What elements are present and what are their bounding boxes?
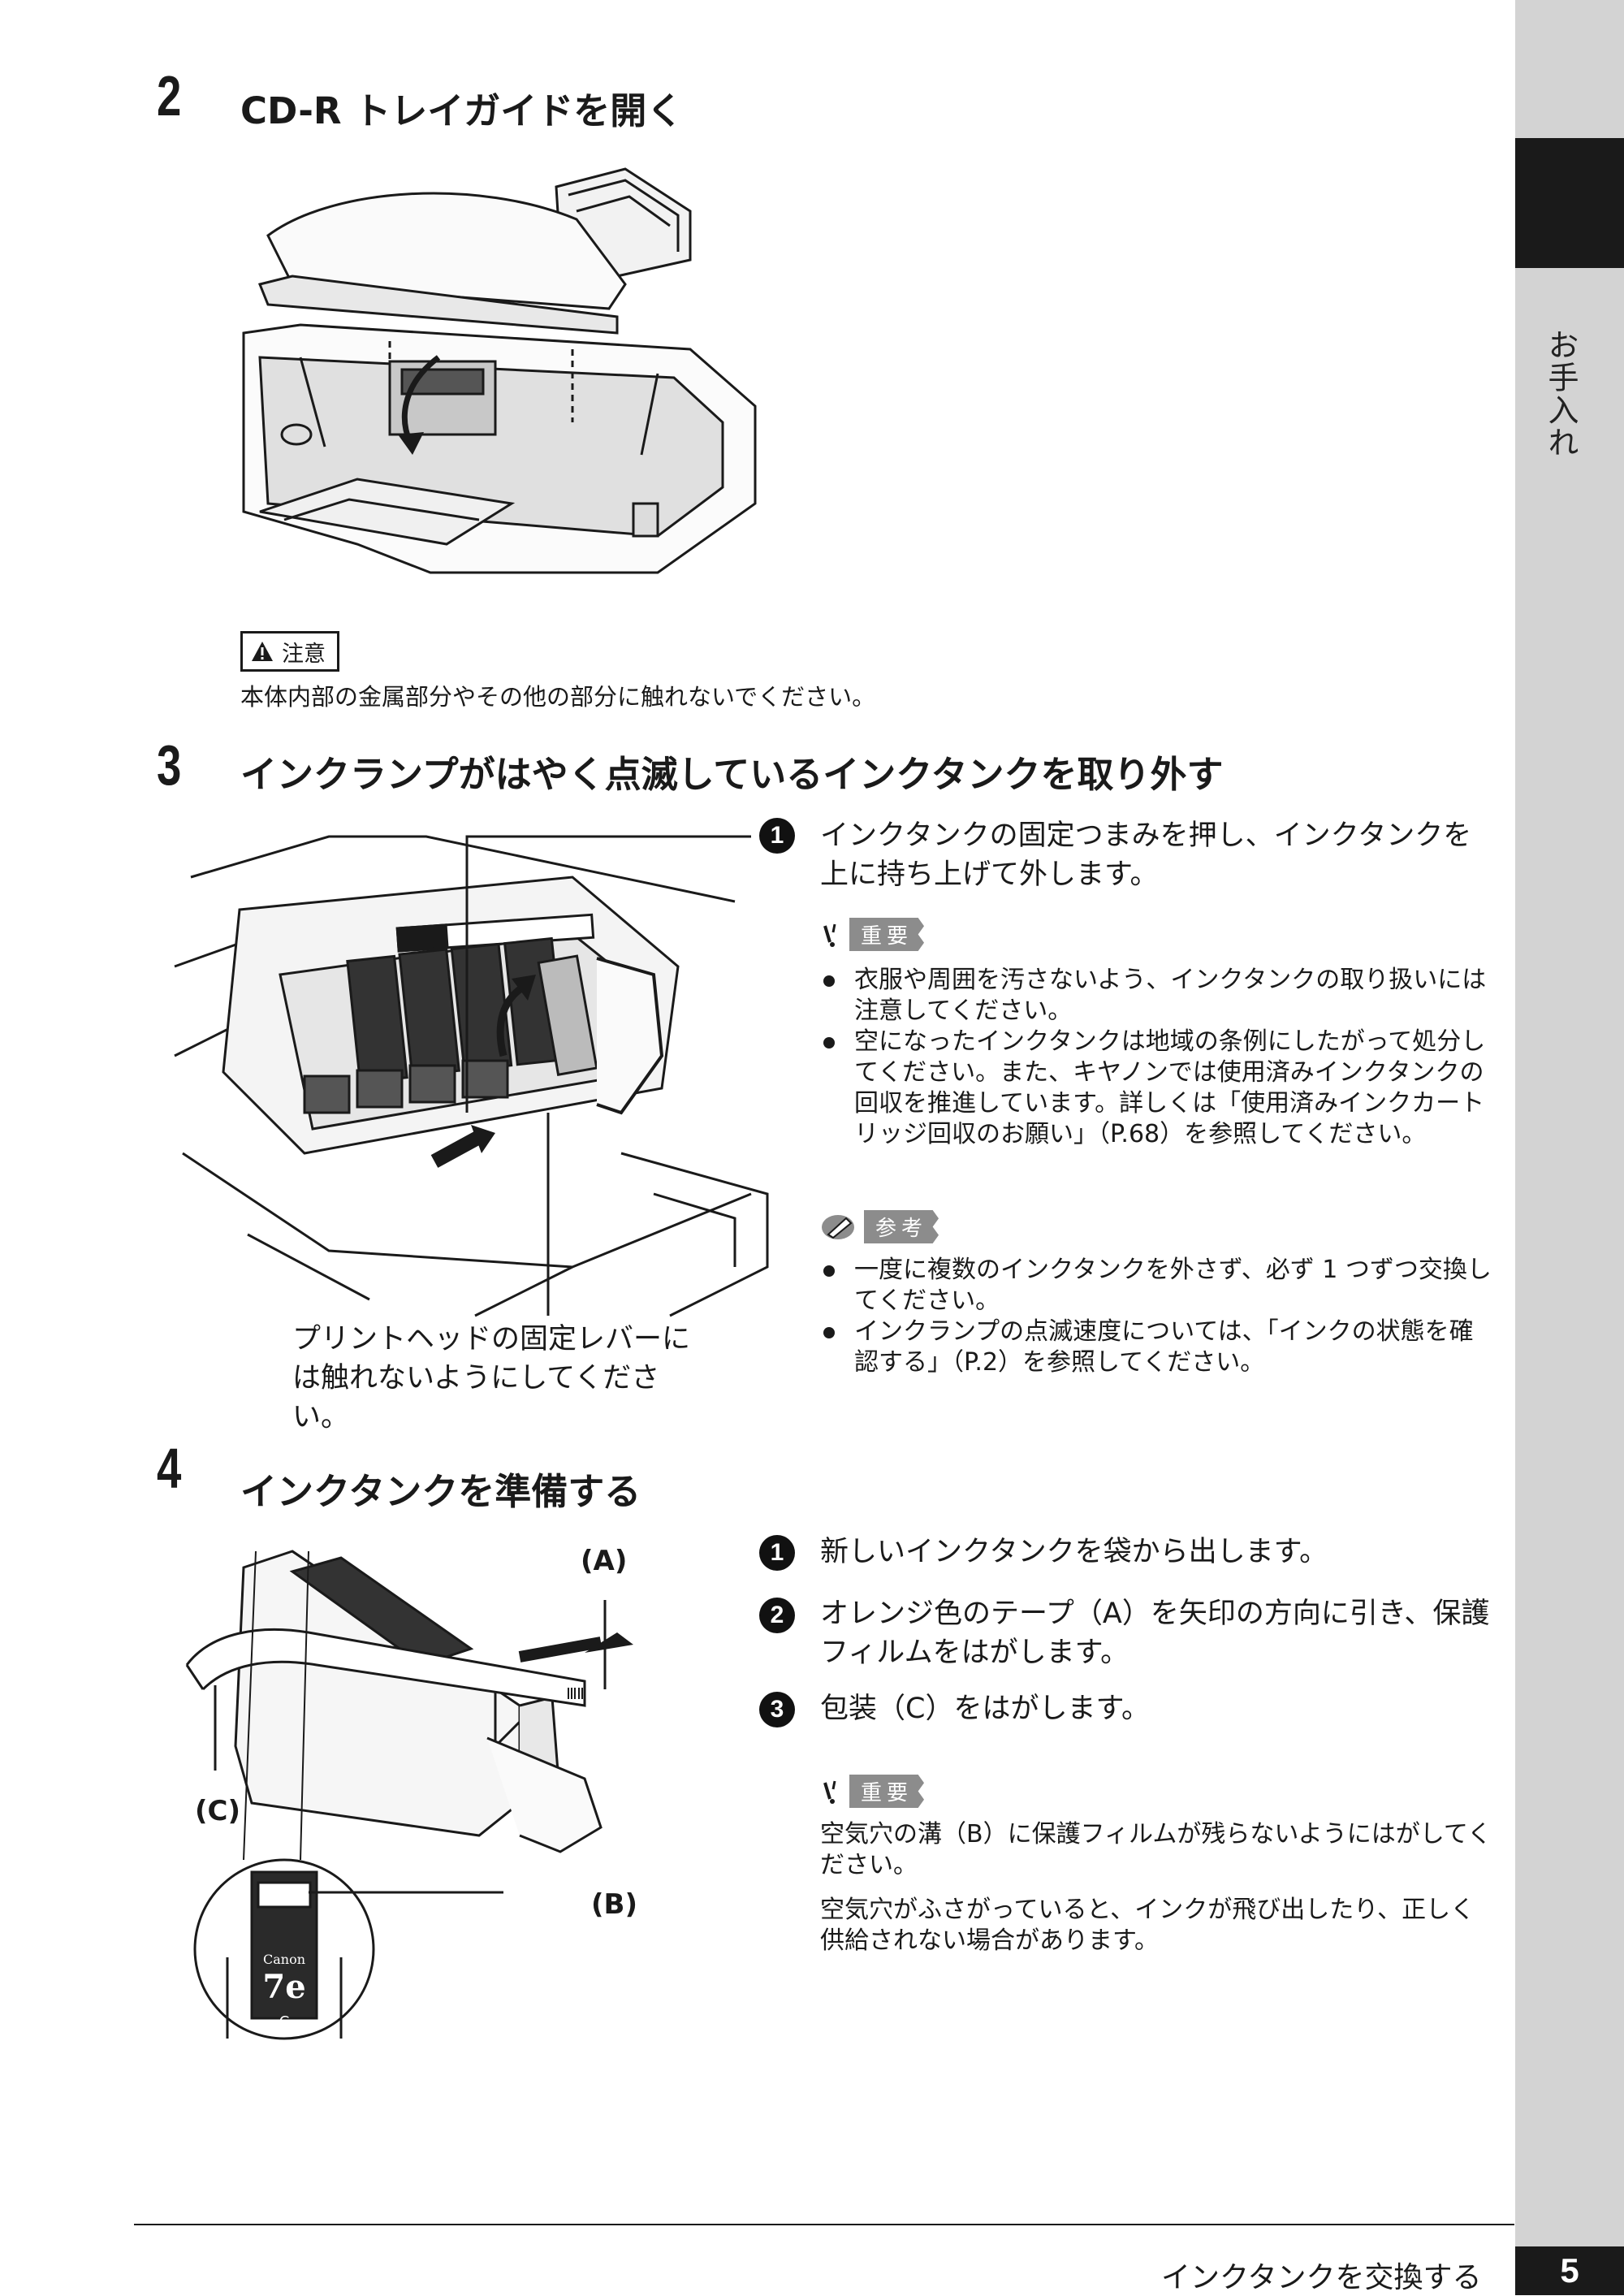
step4-important-label: 重要 (849, 1775, 925, 1808)
important-mark-icon (823, 1780, 836, 1804)
step4-item1-number: 1 (759, 1535, 795, 1571)
step4-item2-number: 2 (759, 1598, 795, 1633)
step2-number: 2 (157, 64, 182, 128)
step3-important-list: 衣服や周囲を汚さないよう、インクタンクの取り扱いには注意してください。 空になっ… (820, 965, 1494, 1150)
step3-important-label: 重要 (849, 918, 925, 951)
list-item: インクランプの点滅速度については、「インクの状態を確認する」（P.2）を参照して… (820, 1317, 1494, 1378)
zoom-tank-brand: Canon (263, 1952, 305, 1967)
step4-item2-text: オレンジ色のテープ（A）を矢印の方向に引き、保護フィルムをはがします。 (820, 1598, 1490, 1669)
footer-rule (134, 2224, 1514, 2225)
step4-important-p2: 空気穴がふさがっていると、インクが飛び出したり、正しく供給されない場合があります… (820, 1896, 1475, 1955)
step2-title: CD-R トレイガイドを開く (240, 89, 684, 132)
step4-important-p1: 空気穴の溝（B）に保護フィルムが残らないようにはがしてください。 (820, 1820, 1492, 1879)
printer-open-illustration (235, 162, 771, 585)
important-mark-icon (823, 923, 836, 947)
step3-lever-callout: プリントヘッドの固定レバーには触れないようにしてください。 (292, 1323, 691, 1433)
step4-item1-text: 新しいインクタンクを袋から出します。 (820, 1536, 1328, 1568)
step4-important-badge: 重要 (820, 1775, 925, 1808)
label-a: (A) (581, 1545, 628, 1577)
caution-label-box: 注意 (240, 631, 339, 672)
pencil-note-icon (822, 1214, 854, 1239)
step3-note-list: 一度に複数のインクタンクを外さず、必ず 1 つずつ交換してください。 インクラン… (820, 1255, 1494, 1378)
caution-text: 本体内部の金属部分やその他の部分に触れないでください。 (240, 683, 876, 711)
step3-item1-number: 1 (759, 818, 795, 854)
step3-number: 3 (157, 733, 182, 797)
step4-item3-number: 3 (759, 1692, 795, 1727)
step3-item1-text: インクタンクの固定つまみを押し、インクタンクを上に持ち上げて外します。 (820, 819, 1472, 891)
step3-important-badge: 重要 (820, 918, 925, 951)
zoom-tank-model: 7e (262, 1968, 305, 2006)
step4-title: インクタンクを準備する (240, 1470, 641, 1513)
ink-tank-prep-illustration: Canon 7e C (179, 1535, 763, 2047)
zoom-tank-color: C (279, 2013, 290, 2030)
footer-title: インクタンクを交換する (1161, 2261, 1482, 2294)
ink-tank-removal-illustration (166, 812, 784, 1332)
list-item: 衣服や周囲を汚さないよう、インクタンクの取り扱いには注意してください。 (820, 965, 1494, 1027)
caution-label: 注意 (282, 641, 326, 667)
step3-note-label: 参考 (864, 1210, 939, 1243)
step4-item3-text: 包装（C）をはがします。 (820, 1693, 1150, 1725)
warning-icon (252, 642, 273, 661)
step3-title: インクランプがはやく点滅しているインクタンクを取り外す (240, 753, 1224, 796)
list-item: 一度に複数のインクタンクを外さず、必ず 1 つずつ交換してください。 (820, 1255, 1494, 1317)
label-c: (C) (195, 1795, 241, 1827)
page-number: 5 (1515, 2246, 1624, 2295)
step4-number: 4 (157, 1437, 182, 1500)
side-tab-label: お手入れ (1543, 329, 1579, 459)
list-item: 空になったインクタンクは地域の条例にしたがって処分してください。また、キヤノンで… (820, 1027, 1494, 1150)
side-tab-strip (1515, 0, 1624, 2295)
step3-note-badge: 参考 (820, 1210, 939, 1243)
label-b: (B) (591, 1888, 637, 1921)
side-tab-marker (1515, 138, 1624, 268)
